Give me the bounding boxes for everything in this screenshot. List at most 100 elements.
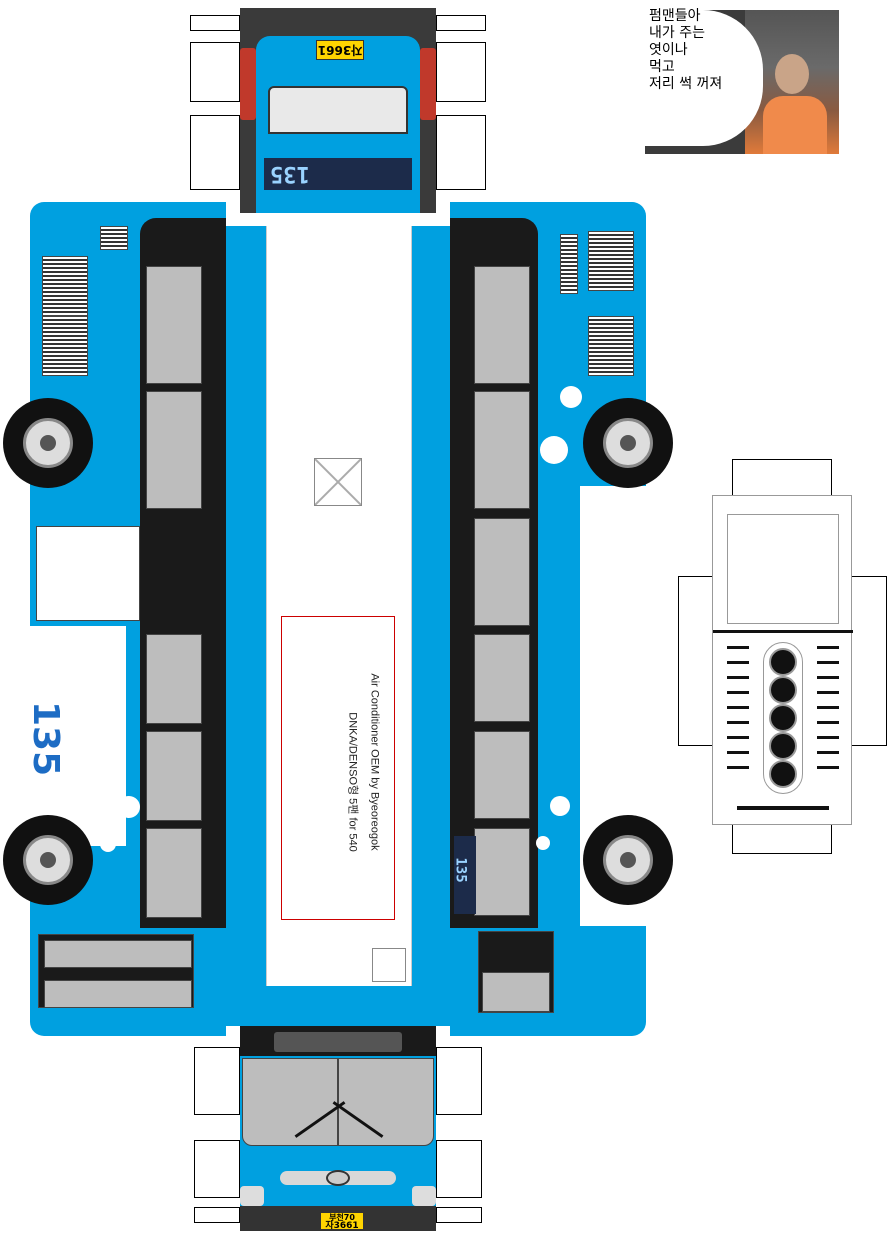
ac-divider [713, 630, 853, 633]
rear-destination-sign: 135 [264, 158, 412, 190]
right-window-5 [474, 731, 530, 819]
ac-vent [727, 736, 749, 739]
ac-glue-tab-left [678, 576, 714, 746]
right-side-route-sign: 135 [453, 836, 476, 914]
front-destination-box [274, 1032, 402, 1052]
ac-label-line1: Air Conditioner OEM by Byeoreogok [368, 673, 381, 851]
speech-bubble [645, 10, 763, 146]
meme-caption-line: 저리 썩 꺼져 [649, 76, 723, 92]
ac-unit-net [712, 495, 853, 825]
glue-tab-rear-top-left [190, 15, 240, 31]
left-engine-vent-upper [42, 256, 88, 316]
left-door-panel [36, 526, 140, 621]
ac-fan-icon [769, 760, 797, 788]
left-engine-vent-lower [42, 316, 88, 376]
left-splash [90, 576, 118, 604]
meme-caption-line: 먹고 [649, 59, 675, 75]
ac-fan-icon [769, 676, 797, 704]
ac-vent [727, 661, 749, 664]
ac-upper-panel [727, 514, 839, 624]
left-splash [100, 836, 116, 852]
bus-rear-panel: 자3661 135 [240, 8, 436, 213]
glue-tab-front-lower-right [436, 1140, 482, 1198]
person-face-icon [775, 54, 809, 94]
glue-tab-rear-low-right [436, 115, 486, 190]
glue-tab-rear-top-right [436, 15, 486, 31]
glue-tab-front-upper-left [194, 1047, 240, 1115]
glue-tab-front-bottom-left [194, 1207, 240, 1223]
ac-vent [727, 691, 749, 694]
right-front-door-glass [482, 972, 550, 1012]
ac-vent [817, 766, 839, 769]
front-left-headlight [240, 1186, 264, 1206]
ac-glue-tab-top [732, 459, 832, 497]
front-windshield-left [242, 1058, 338, 1146]
ac-vent [817, 721, 839, 724]
bus-left-side: 135 [25, 196, 226, 1036]
ac-vent [817, 676, 839, 679]
ac-fan-icon [769, 704, 797, 732]
ac-vent [727, 766, 749, 769]
left-front-wheel [3, 815, 93, 905]
bus-front-panel: 부천70 자3661 [240, 1026, 436, 1231]
ac-vent [817, 706, 839, 709]
rear-engine-grille [268, 86, 408, 134]
ac-glue-tab-bottom [732, 822, 832, 854]
right-engine-vent-lower [588, 316, 634, 376]
ac-vent [817, 736, 839, 739]
left-side-white-panel [30, 626, 126, 846]
ac-vent [817, 691, 839, 694]
right-rear-wheel [583, 398, 673, 488]
ac-fan-icon [769, 648, 797, 676]
front-license-plate: 부천70 자3661 [320, 1212, 364, 1231]
ac-vent [817, 646, 839, 649]
roof-white-panel [266, 226, 412, 986]
right-front-wheel [583, 815, 673, 905]
ac-fan-housing [763, 642, 803, 794]
rear-license-plate: 자3661 [316, 40, 364, 60]
left-rear-wheel [3, 398, 93, 488]
ac-vent [727, 676, 749, 679]
glue-tab-front-upper-right [436, 1047, 482, 1115]
rear-left-taillight [240, 48, 256, 120]
glue-tab-rear-low-left [190, 115, 240, 190]
left-small-vent [100, 226, 128, 250]
meme-caption-line: 펌맨들아 [649, 8, 701, 24]
ac-vent [817, 661, 839, 664]
right-splash [560, 386, 582, 408]
left-splash [118, 796, 140, 818]
left-front-door-glass-1 [44, 940, 192, 968]
ac-vent [727, 706, 749, 709]
left-window-5 [146, 828, 202, 918]
roof-rear-vent [372, 948, 406, 982]
meme-caption-line: 내가 주는 [649, 25, 705, 41]
ac-label-line2: DNKA/DENSO형 5팬 for 540 [346, 712, 359, 852]
right-window-6 [474, 828, 530, 916]
ac-vent [817, 751, 839, 754]
right-window-3 [474, 518, 530, 626]
person-shirt-icon [763, 96, 827, 154]
left-window-2 [146, 391, 202, 509]
glue-tab-rear-mid-left [190, 42, 240, 102]
right-splash [540, 436, 568, 464]
glue-tab-front-bottom-right [436, 1207, 482, 1223]
front-windshield-right [338, 1058, 434, 1146]
left-window-1 [146, 266, 202, 384]
right-small-vent [560, 234, 578, 294]
left-route-number: 135 [25, 701, 66, 777]
brand-logo-icon [326, 1170, 350, 1186]
left-front-door-glass-2 [44, 980, 192, 1008]
glue-tab-front-lower-left [194, 1140, 240, 1198]
left-window-3 [146, 634, 202, 724]
left-splash [60, 536, 82, 558]
right-window-4 [474, 634, 530, 722]
rear-right-taillight [420, 48, 436, 120]
ac-bottom-strip [737, 806, 829, 810]
front-right-headlight [412, 1186, 436, 1206]
ac-vent [727, 721, 749, 724]
right-splash [536, 836, 550, 850]
ac-vent [727, 646, 749, 649]
bus-right-side: 135 [450, 196, 646, 1036]
left-window-4 [146, 731, 202, 821]
ac-fan-icon [769, 732, 797, 760]
